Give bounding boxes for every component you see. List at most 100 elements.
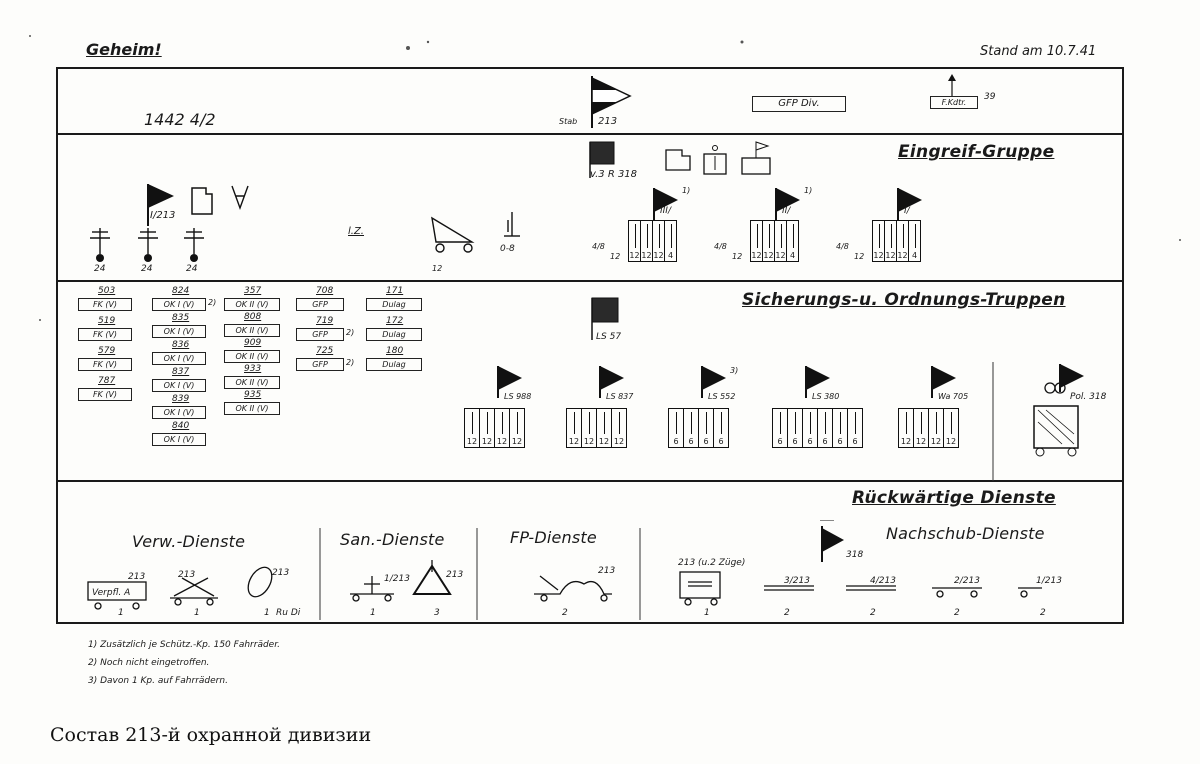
unit-box: OK I (V) (152, 406, 206, 419)
san-frac: 1/213 (384, 574, 410, 584)
unit-box: OK II (V) (224, 402, 280, 415)
bat-label: LS 380 (812, 392, 840, 401)
verpfl-label: Verpfl. A (92, 588, 131, 598)
service-count: 1 (704, 608, 710, 618)
unit-number: 837 (172, 367, 190, 377)
company-cell: 12 (640, 221, 652, 261)
unit-number: 824 (172, 286, 190, 296)
unit-box: FK (V) (78, 388, 132, 401)
regiment-label: v.3 R 318 (590, 169, 638, 180)
rifle-mark (855, 412, 856, 434)
company-strength: 12 (613, 437, 625, 446)
bat-n: 12 (854, 252, 865, 261)
service-count: 3 (434, 608, 440, 618)
flag-icon (805, 366, 830, 398)
company-strength: 12 (481, 437, 493, 446)
nachschub-staff-label: 318 (846, 550, 864, 560)
rifle-mark (890, 224, 892, 248)
column-label: 4/213 (870, 576, 896, 586)
rifle-mark (721, 412, 722, 434)
rifle-mark (840, 412, 841, 434)
rifle-mark (902, 224, 904, 248)
company-cell: 6 (802, 409, 817, 447)
unit-box: GFP (296, 358, 344, 371)
company-cell: 12 (873, 221, 884, 261)
nachschub-staff-flag-icon (820, 520, 844, 562)
unit-box: OK II (V) (224, 324, 280, 337)
bat-frac: 4/8 (592, 242, 605, 251)
company-cell: 12 (751, 221, 762, 261)
company-cell: 6 (773, 409, 787, 447)
rifle-mark (619, 412, 620, 434)
company-strength: 12 (629, 251, 640, 260)
flag-icon (775, 188, 800, 220)
verw-title: Verw.-Dienste (132, 532, 246, 551)
company-strength: 12 (496, 437, 508, 446)
caption: Состав 213-й охранной дивизии (50, 724, 372, 746)
company-strength: 6 (852, 437, 858, 446)
kol-first-label: 213 (u.2 Züge) (678, 558, 746, 568)
rifle-mark (878, 224, 880, 248)
company-cell: 12 (774, 221, 786, 261)
staff-label: Stab (559, 117, 578, 126)
unit-number: 787 (98, 376, 116, 386)
verw3-213: 213 (272, 568, 290, 578)
police-label: Pol. 318 (1070, 392, 1107, 402)
company-strength: 12 (900, 437, 912, 446)
company-cell: 6 (669, 409, 683, 447)
rifle-mark (574, 412, 575, 434)
artillery-small-note: 12 (432, 264, 443, 273)
rifle-mark (914, 224, 916, 248)
bat-label: Wa 705 (938, 392, 969, 401)
rifle-mark (646, 224, 648, 248)
company-cell: 12 (884, 221, 896, 261)
unit-number: 909 (244, 338, 262, 348)
company-strength: 12 (641, 251, 652, 260)
company-cell: 12 (928, 409, 943, 447)
company-cell: 12 (596, 409, 611, 447)
company-cell: 12 (494, 409, 509, 447)
rifle-mark (517, 412, 518, 434)
rifle-mark (676, 412, 677, 434)
company-strength: 4 (911, 251, 918, 260)
unit-24-a: 24 (94, 264, 106, 274)
fkdtr-number: 39 (984, 92, 996, 102)
company-cell: 12 (652, 221, 664, 261)
unit-box: FK (V) (78, 358, 132, 371)
company-cell: 6 (698, 409, 713, 447)
footnote-1: 1) Zusätzlich je Schütz.-Kp. 150 Fahrräd… (88, 640, 280, 650)
company-strength: 6 (822, 437, 828, 446)
company-strength: 12 (568, 437, 580, 446)
rifle-mark (756, 224, 758, 248)
company-cell: 6 (713, 409, 728, 447)
unit-box: OK I (V) (152, 352, 206, 365)
rifle-mark (589, 412, 590, 434)
company-cell: 12 (899, 409, 913, 447)
company-strength: 12 (915, 437, 927, 446)
unit-number: 719 (316, 316, 334, 326)
company-cell: 12 (509, 409, 524, 447)
rifle-mark (768, 224, 770, 248)
company-strength: 12 (873, 251, 884, 260)
verpfl-213: 213 (128, 572, 146, 582)
unit-number: 933 (244, 364, 262, 374)
rifle-mark (691, 412, 692, 434)
bat-note: 3) (730, 366, 739, 375)
flag-icon (701, 366, 726, 398)
rifle-mark (780, 224, 782, 248)
unit-number: 808 (244, 312, 262, 322)
arrow-up-icon (948, 74, 956, 96)
company-strength: 12 (763, 251, 774, 260)
company-strength: 4 (789, 251, 796, 260)
unit-box: OK I (V) (152, 298, 206, 311)
company-strength: 4 (667, 251, 674, 260)
company-strength: 6 (703, 437, 709, 446)
secret-label: Geheim! (86, 40, 162, 59)
rifle-mark (951, 412, 952, 434)
